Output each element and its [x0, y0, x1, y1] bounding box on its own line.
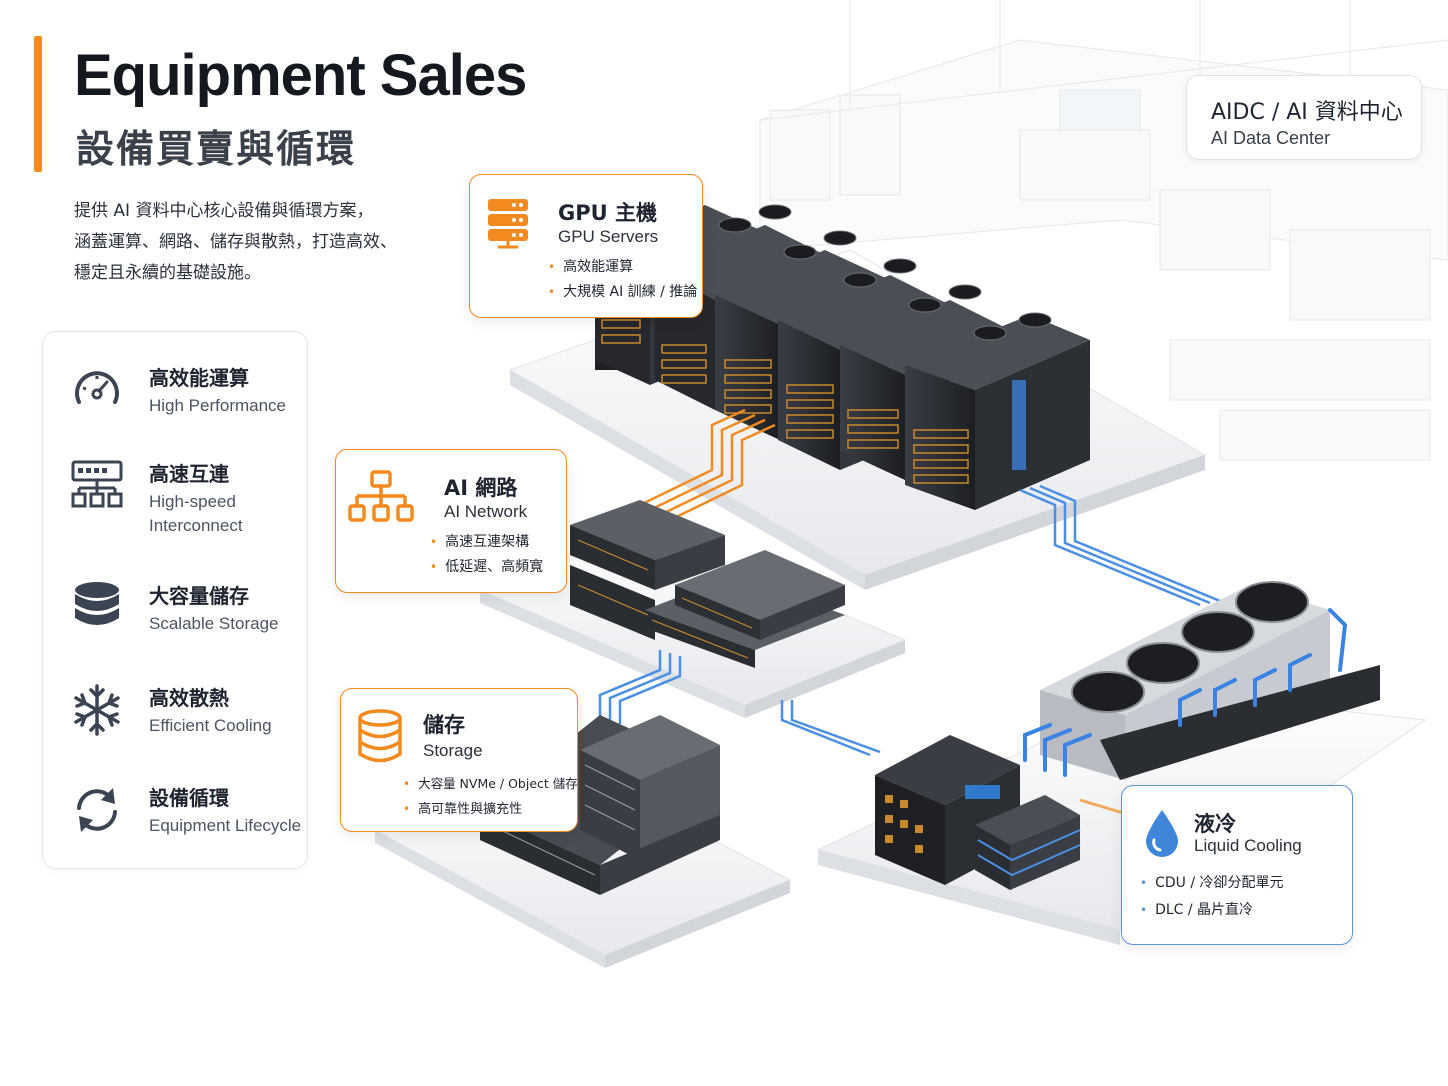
callout-title: 液冷: [1194, 812, 1236, 836]
callout-bullets: 高效能運算 大規模 AI 訓練 / 推論: [548, 255, 697, 305]
callout-title: AI 網路: [444, 476, 518, 500]
features-card: 高效能運算 High Performance 高速互連 High-speed I…: [42, 331, 308, 869]
network-icon: [71, 460, 123, 508]
callout-bullet: 高效能運算: [548, 255, 697, 280]
callout-title: 儲存: [423, 713, 465, 737]
callout-bullets: 高速互連架構 低延遲、高頻寬: [430, 530, 543, 580]
feature-title: 設備循環: [149, 786, 229, 810]
aidc-title: AIDC / AI 資料中心: [1211, 100, 1403, 125]
callout-bullet: 高可靠性與擴充性: [403, 797, 578, 822]
callout-bullet: 大規模 AI 訓練 / 推論: [548, 280, 697, 305]
callout-subtitle: AI Network: [444, 502, 528, 521]
blue-cables: [598, 484, 1221, 757]
feature-item-lifecycle: 設備循環 Equipment Lifecycle: [43, 782, 309, 872]
cooling-units: [875, 581, 1380, 890]
callout-bullet: 高速互連架構: [430, 530, 543, 555]
callout-bullets: CDU / 冷卻分配單元 DLC / 晶片直冷: [1140, 870, 1284, 924]
callout-bullets: 大容量 NVMe / Object 儲存 高可靠性與擴充性: [403, 771, 578, 822]
intro-line: 穩定且永續的基礎設施。: [74, 263, 261, 283]
page-subtitle: 設備買賣與循環: [76, 127, 357, 171]
page-title: Equipment Sales: [74, 43, 527, 108]
callout-title: GPU 主機: [558, 201, 657, 225]
network-switches: [570, 500, 845, 668]
intro-line: 涵蓋運算、網路、儲存與散熱，打造高效、: [74, 232, 397, 252]
title-accent-bar: [34, 36, 42, 172]
aidc-subtitle: AI Data Center: [1211, 128, 1331, 148]
callout-gpu: GPU 主機 GPU Servers 高效能運算 大規模 AI 訓練 / 推論: [469, 174, 703, 318]
droplet-icon: [1146, 810, 1178, 857]
callout-storage: 儲存 Storage 大容量 NVMe / Object 儲存 高可靠性與擴充性: [340, 688, 578, 832]
aidc-label: AIDC / AI 資料中心 AI Data Center: [1186, 75, 1422, 160]
feature-title: 大容量儲存: [149, 584, 249, 608]
feature-title: 高效散熱: [149, 686, 229, 710]
feature-subtitle: High Performance: [149, 396, 287, 415]
feature-item-storage: 大容量儲存 Scalable Storage: [43, 580, 309, 670]
callout-subtitle: Liquid Cooling: [1194, 836, 1302, 855]
snowflake-icon: [74, 684, 120, 736]
intro-line: 提供 AI 資料中心核心設備與循環方案，: [74, 201, 374, 221]
orange-cables: [639, 408, 776, 522]
callout-bullet: 大容量 NVMe / Object 儲存: [403, 771, 578, 797]
feature-subtitle: Equipment Lifecycle: [149, 816, 302, 835]
callout-subtitle: GPU Servers: [558, 227, 659, 246]
feature-subtitle: Scalable Storage: [149, 614, 279, 633]
callout-subtitle: Storage: [423, 741, 483, 760]
feature-item-cooling: 高效散熱 Efficient Cooling: [43, 682, 309, 772]
speedometer-icon: [75, 371, 119, 404]
feature-subtitle: High-speed Interconnect: [149, 492, 243, 535]
feature-item-performance: 高效能運算 High Performance: [43, 362, 309, 452]
callout-bullet: DLC / 晶片直冷: [1140, 897, 1284, 924]
server-icon: [488, 199, 528, 249]
callout-bullet: CDU / 冷卻分配單元: [1140, 870, 1283, 897]
database-icon: [358, 709, 402, 763]
callout-bullet: 低延遲、高頻寬: [430, 555, 543, 580]
feature-title: 高速互連: [149, 462, 229, 486]
feature-item-interconnect: 高速互連 High-speed Interconnect: [43, 458, 309, 548]
network-icon: [348, 470, 414, 522]
callout-cooling: 液冷 Liquid Cooling CDU / 冷卻分配單元 DLC / 晶片直…: [1121, 785, 1353, 945]
feature-title: 高效能運算: [149, 366, 249, 390]
refresh-icon: [77, 788, 117, 832]
database-icon: [75, 582, 119, 625]
intro-text: 提供 AI 資料中心核心設備與循環方案， 涵蓋運算、網路、儲存與散熱，打造高效、…: [74, 196, 454, 289]
callout-network: AI 網路 AI Network 高速互連架構 低延遲、高頻寬: [335, 449, 567, 593]
feature-subtitle: Efficient Cooling: [149, 716, 272, 735]
